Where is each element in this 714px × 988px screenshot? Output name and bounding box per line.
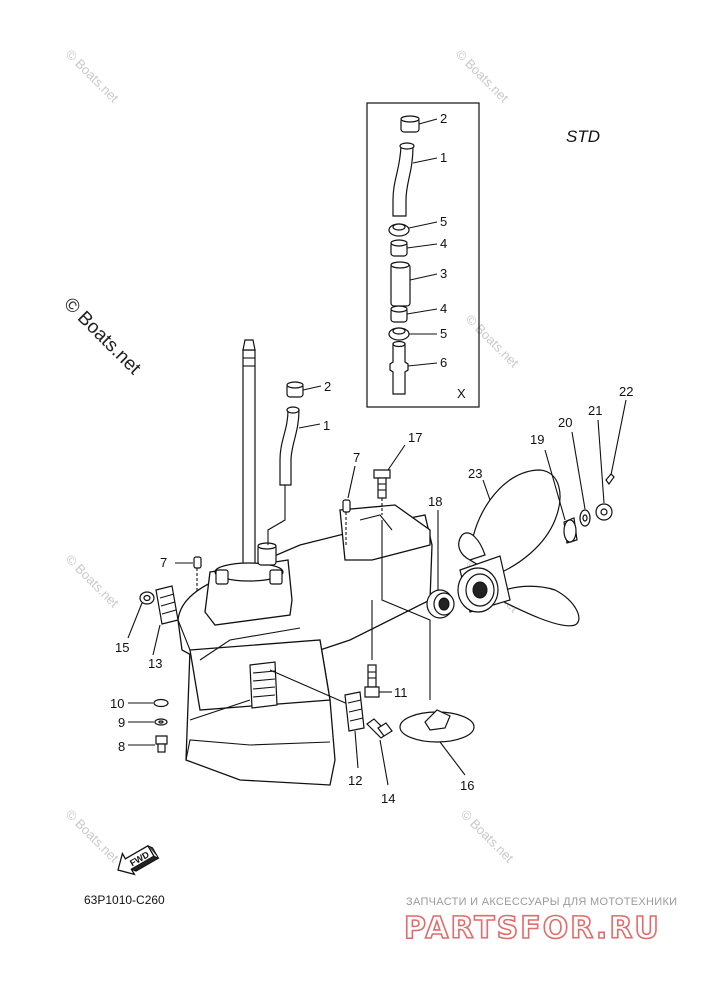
callout-4-inset: 4 xyxy=(440,236,447,251)
callout-5-inset: 5 xyxy=(440,214,447,229)
callout-7-lower: 7 xyxy=(160,555,167,570)
callout-21: 21 xyxy=(588,403,602,418)
inset-frame xyxy=(366,102,480,408)
callout-3-inset: 3 xyxy=(440,266,447,281)
water-intake-grille xyxy=(249,661,278,709)
part-18-thrust-hub xyxy=(426,510,455,619)
part-23-propeller xyxy=(457,469,580,627)
callout-11: 11 xyxy=(394,685,408,700)
inset-marker: X xyxy=(457,386,466,401)
watermark: © Boats.net xyxy=(63,807,122,866)
part-7-pin-upper xyxy=(342,465,356,545)
callout-5-inset-lower: 5 xyxy=(440,326,447,341)
callout-8: 8 xyxy=(118,739,125,754)
inset-part-3 xyxy=(390,261,438,307)
part-20-washer xyxy=(571,431,591,527)
branding-logo: PARTSFOR.RU xyxy=(404,911,661,946)
inset-part-4-lower xyxy=(390,305,438,323)
callout-10: 10 xyxy=(110,696,124,711)
inset-std-parts: 2 1 5 4 3 4 5 6 X xyxy=(366,102,480,408)
callout-2: 2 xyxy=(324,379,331,394)
watermark: © Boats.net xyxy=(463,312,522,371)
inset-part-4-upper xyxy=(390,239,438,257)
callout-15: 15 xyxy=(115,640,129,655)
callout-22: 22 xyxy=(619,384,633,399)
part-15-nut xyxy=(127,591,155,639)
watermark: © Boats.net xyxy=(453,47,512,106)
callout-20: 20 xyxy=(558,415,572,430)
callout-14: 14 xyxy=(381,791,395,806)
callouts: 2 1 7 17 7 15 13 10 9 8 11 12 14 16 18 2… xyxy=(110,379,633,806)
part-17-bolt xyxy=(373,444,406,515)
callout-2-inset: 2 xyxy=(440,111,447,126)
callout-13: 13 xyxy=(148,656,162,671)
callout-7: 7 xyxy=(353,450,360,465)
lower-case-body xyxy=(177,504,433,786)
part-10-washer xyxy=(128,698,169,708)
callout-12: 12 xyxy=(348,773,362,788)
callout-23: 23 xyxy=(468,466,482,481)
inset-part-6 xyxy=(389,340,438,395)
inset-part-5-upper xyxy=(388,221,438,237)
watermark: © Boats.net xyxy=(458,807,517,866)
part-19-spacer xyxy=(544,449,578,544)
part-21-nut xyxy=(595,419,613,521)
watermark: © Boats.net xyxy=(63,47,122,106)
callout-6-inset: 6 xyxy=(440,355,447,370)
branding-tagline: ЗАПЧАСТИ И АКСЕССУАРЫ ДЛЯ МОТОТЕХНИКИ xyxy=(406,896,677,908)
callout-17: 17 xyxy=(408,430,422,445)
drive-shaft xyxy=(242,339,256,579)
part-1-water-tube xyxy=(267,406,321,545)
part-13-bracket xyxy=(152,585,179,656)
watermark-large: © Boats.net xyxy=(59,294,145,380)
diagram-code: 63P1010-C260 xyxy=(84,893,165,907)
part-16-anode xyxy=(399,709,475,776)
part-9-washer xyxy=(128,718,168,726)
callout-16: 16 xyxy=(460,778,474,793)
part-22-cotter-pin xyxy=(605,399,627,486)
partsfor-branding: ЗАПЧАСТИ И АКСЕССУАРЫ ДЛЯ МОТОТЕХНИКИ PA… xyxy=(403,896,677,947)
part-8-bolt xyxy=(128,735,168,753)
callout-4-inset-lower: 4 xyxy=(440,301,447,316)
callout-18: 18 xyxy=(428,494,442,509)
inset-part-1 xyxy=(392,142,438,217)
inset-part-2 xyxy=(400,115,438,133)
callout-1: 1 xyxy=(323,418,330,433)
part-12-bracket xyxy=(344,691,365,769)
fwd-direction-arrow: FWD xyxy=(117,844,160,876)
callout-19: 19 xyxy=(530,432,544,447)
callout-9: 9 xyxy=(118,715,125,730)
watermark: © Boats.net xyxy=(63,552,122,611)
callout-1-inset: 1 xyxy=(440,150,447,165)
part-2-collar xyxy=(286,381,322,398)
part-14-bolt xyxy=(366,718,393,786)
std-label: STD xyxy=(566,127,600,146)
part-11-bolt xyxy=(364,664,392,698)
part-7-pin-lower xyxy=(175,556,202,592)
inset-part-5-lower xyxy=(388,327,437,341)
